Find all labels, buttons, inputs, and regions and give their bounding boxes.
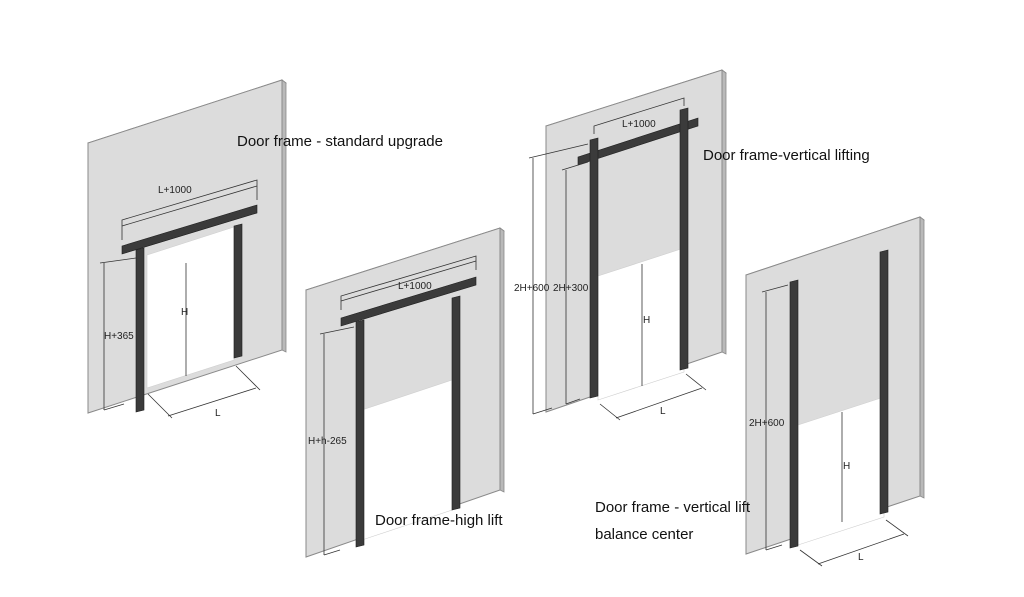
bottom-dim-left-ext	[799, 549, 823, 567]
side-dim-top-tick	[761, 284, 789, 293]
bottom-dim-left-ext	[599, 403, 621, 421]
side-dim-top-tick	[319, 326, 355, 335]
bottom-dim-right-ext	[235, 365, 261, 391]
left-post	[135, 247, 145, 413]
side-dim-top-tick	[99, 257, 137, 264]
side-dim-bottom-tick	[765, 544, 783, 551]
title-high-lift: Door frame-high lift	[375, 512, 503, 529]
left-post	[589, 137, 599, 399]
bottom-dimension-line	[167, 387, 257, 417]
bottom-label: L	[215, 408, 221, 419]
inner-dim-bottom-tick	[565, 398, 581, 405]
diagram-vertical-lift-balance-center: 2H+600 H L	[745, 216, 925, 567]
diagram-vertical-lifting: L+1000 2H+600 2H+300 H L	[514, 69, 727, 421]
right-post	[451, 295, 461, 511]
left-post	[355, 319, 365, 548]
wall-side-edge	[281, 79, 287, 353]
inner-label: 2H+300	[553, 283, 589, 294]
height-label: H	[181, 307, 188, 318]
left-post	[789, 279, 799, 549]
title-vertical-lifting: Door frame-vertical lifting	[703, 147, 870, 164]
wall-side-edge	[721, 69, 727, 355]
title-balance-center-line2: balance center	[595, 526, 694, 543]
bottom-dim-left-ext	[147, 393, 173, 419]
bottom-label: L	[660, 406, 666, 417]
side-label: H+365	[104, 331, 134, 342]
title-vertical-lift-line1: Door frame - vertical lift	[595, 499, 751, 516]
header-beam	[577, 117, 699, 166]
diagram-high-lift: L+1000 H+h-265	[305, 227, 505, 558]
height-label: H	[843, 461, 850, 472]
width-label: L+1000	[398, 281, 432, 292]
height-label: H	[643, 315, 650, 326]
outer-label: 2H+600	[514, 283, 550, 294]
outer-dim-top-tick	[528, 143, 589, 159]
bottom-label: L	[858, 552, 864, 563]
bottom-dimension-line	[615, 387, 703, 419]
width-arrow-line	[121, 185, 258, 227]
header-beam	[121, 204, 258, 255]
width-label: L+1000	[622, 119, 656, 130]
width-dimension-line	[593, 97, 685, 134]
header-beam	[340, 276, 477, 327]
side-dim-bottom-tick	[323, 549, 341, 556]
width-label: L+1000	[158, 185, 192, 196]
diagram-standard-upgrade: L+1000 H H+365 L	[87, 79, 287, 419]
side-label: H+h-265	[308, 436, 347, 447]
outer-dim-bottom-tick	[532, 407, 553, 415]
width-dimension-line	[340, 255, 477, 310]
bottom-dim-right-ext	[685, 373, 707, 391]
side-dim-bottom-tick	[103, 403, 125, 411]
bottom-dim-right-ext	[885, 519, 909, 537]
right-post	[679, 107, 689, 371]
width-dimension-line	[121, 179, 258, 240]
wall-side-edge	[919, 216, 925, 499]
title-standard-upgrade: Door frame - standard upgrade	[237, 133, 443, 150]
right-post	[233, 223, 243, 359]
door-opening	[146, 226, 235, 389]
wall-side-edge	[499, 227, 505, 493]
inner-dim-top-tick	[561, 161, 589, 171]
bottom-dimension-line	[817, 533, 905, 565]
width-arrow-line	[340, 260, 477, 302]
side-label: 2H+600	[749, 418, 785, 429]
right-post	[879, 249, 889, 515]
